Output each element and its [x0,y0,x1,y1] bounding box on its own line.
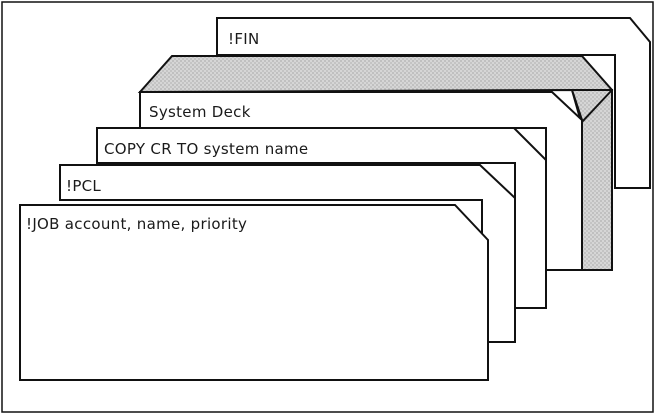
card-job: !JOB account, name, priority [19,204,489,381]
card-fin-label: !FIN [228,30,260,48]
card-pcl-label: !PCL [66,177,101,195]
card-system-deck-label: System Deck [149,103,251,121]
card-pcl: !PCL [59,164,516,343]
card-copy-label: COPY CR TO system name [104,140,308,158]
card-copy: COPY CR TO system name [96,127,547,309]
card-job-label: !JOB account, name, priority [26,215,247,233]
